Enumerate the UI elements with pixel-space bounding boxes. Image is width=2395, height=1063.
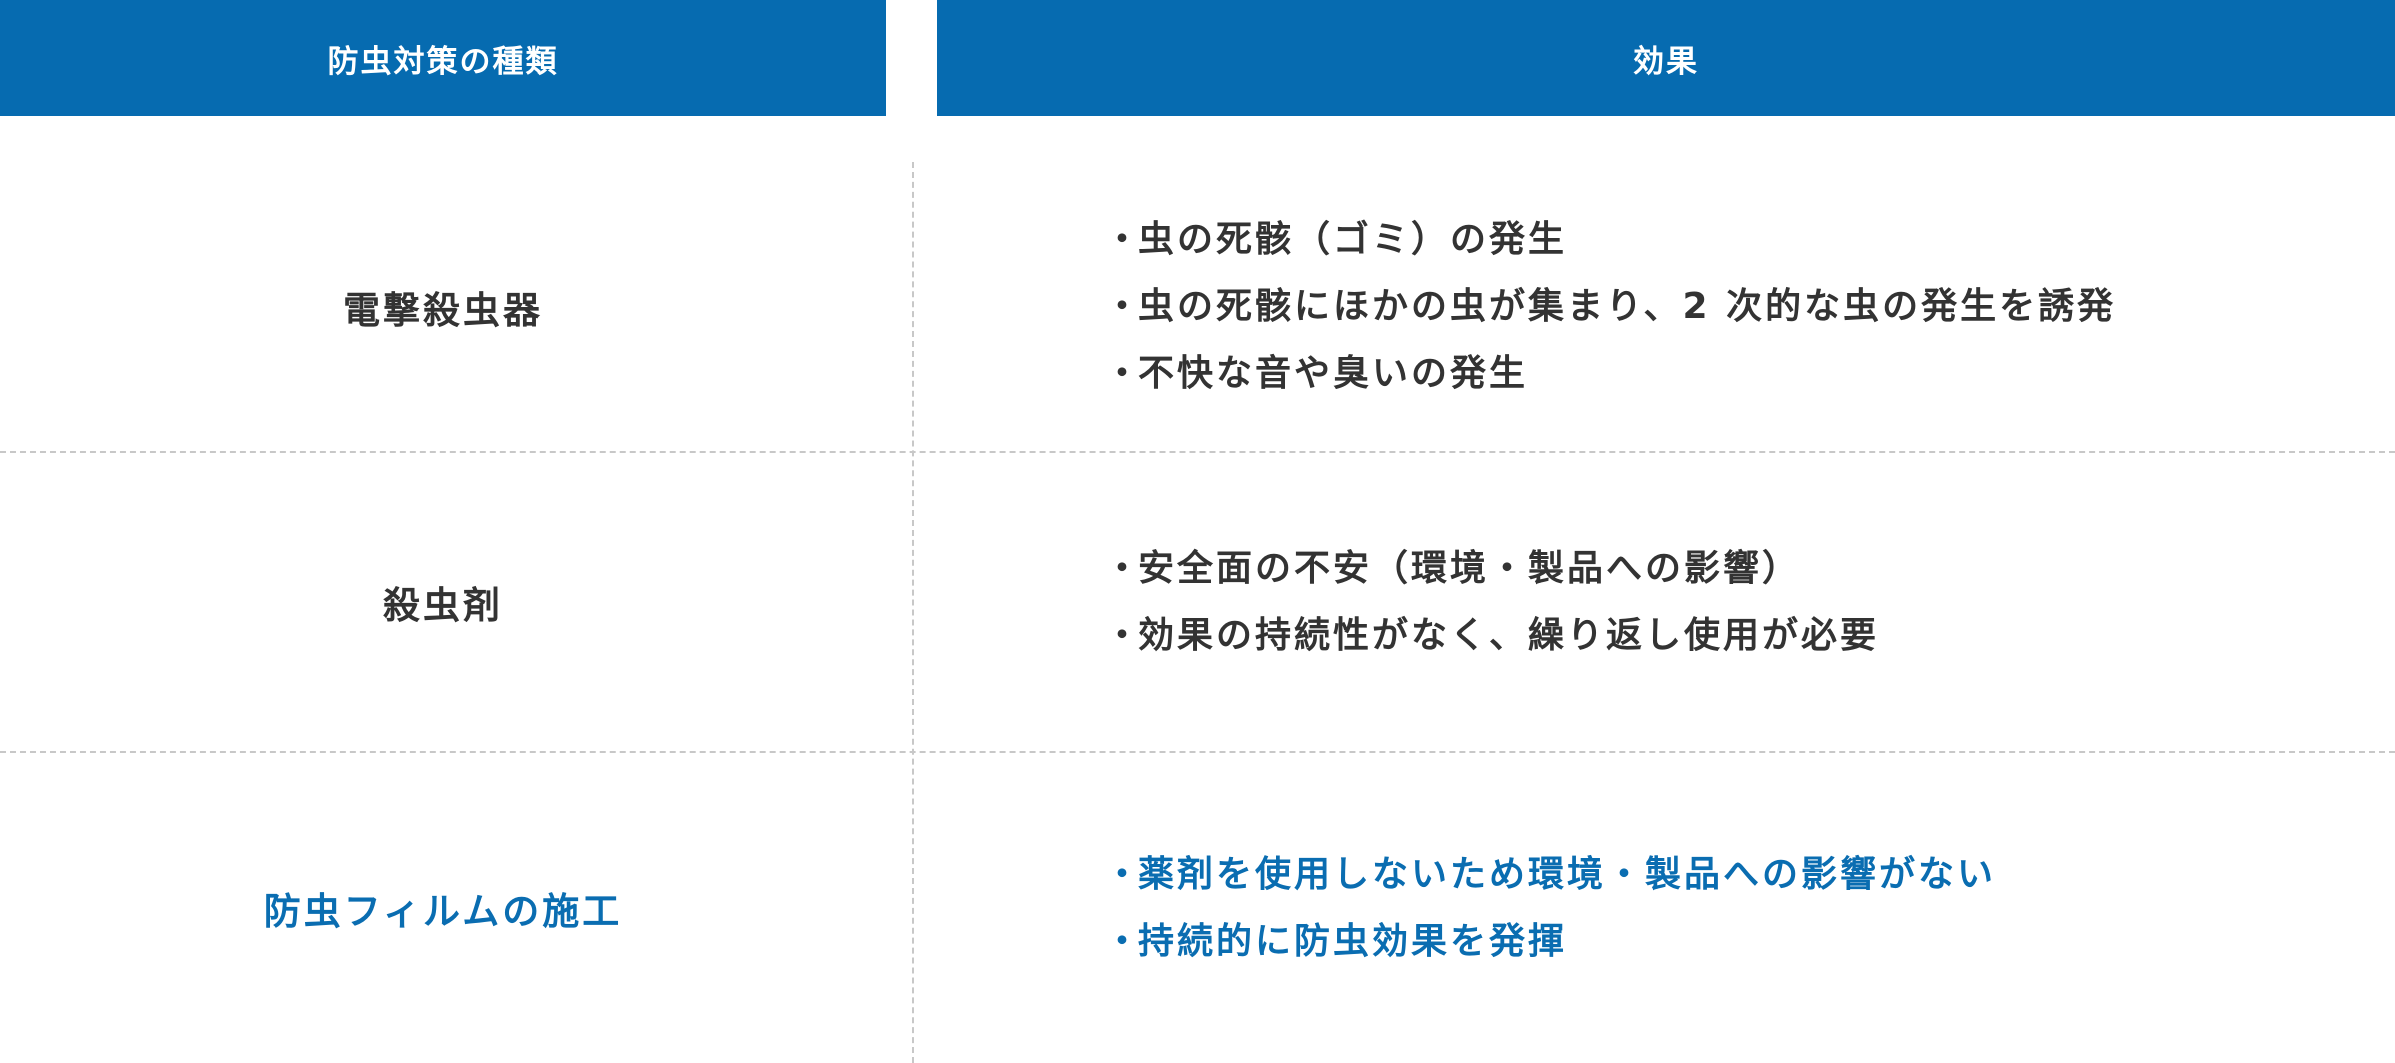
- effect-list: ・薬剤を使用しないため環境・製品への影響がない ・持続的に防虫効果を発揮: [1104, 753, 1996, 1063]
- effect-text: 効果の持続性がなく、繰り返し使用が必要: [1138, 615, 1880, 656]
- effect-item: ・持続的に防虫効果を発揮: [1104, 908, 1996, 975]
- effect-text: 薬剤を使用しないため環境・製品への影響がない: [1138, 854, 1997, 895]
- effect-item: ・安全面の不安（環境・製品への影響）: [1104, 535, 1879, 602]
- effect-text: 安全面の不安（環境・製品への影響）: [1138, 548, 1802, 589]
- row-divider: [0, 751, 2395, 753]
- effect-item: ・効果の持続性がなく、繰り返し使用が必要: [1104, 602, 1879, 669]
- table-row-highlight: 防虫フィルムの施工 ・薬剤を使用しないため環境・製品への影響がない ・持続的に防…: [0, 753, 2395, 1063]
- bullet: ・: [1104, 548, 1144, 589]
- header-type: 防虫対策の種類: [0, 0, 886, 116]
- effect-list: ・安全面の不安（環境・製品への影響） ・効果の持続性がなく、繰り返し使用が必要: [1104, 453, 1879, 751]
- header-effect: 効果: [937, 0, 2395, 116]
- countermeasure-type: 殺虫剤: [383, 584, 503, 627]
- bullet: ・: [1104, 921, 1144, 962]
- effect-item: ・虫の死骸にほかの虫が集まり、2 次的な虫の発生を誘発: [1104, 273, 2116, 340]
- row-divider: [0, 451, 2395, 453]
- countermeasure-type: 防虫フィルムの施工: [263, 890, 623, 933]
- effect-text: 虫の死骸にほかの虫が集まり、2 次的な虫の発生を誘発: [1138, 286, 2117, 327]
- table-row: 殺虫剤 ・安全面の不安（環境・製品への影響） ・効果の持続性がなく、繰り返し使用…: [0, 453, 2395, 751]
- countermeasure-type: 電撃殺虫器: [343, 288, 543, 332]
- column-divider: [912, 162, 914, 1063]
- bullet: ・: [1104, 615, 1144, 656]
- table-row: 電撃殺虫器 ・虫の死骸（ゴミ）の発生 ・虫の死骸にほかの虫が集まり、2 次的な虫…: [0, 162, 2395, 451]
- bullet: ・: [1104, 286, 1144, 327]
- effect-item: ・虫の死骸（ゴミ）の発生: [1104, 206, 2116, 273]
- effect-item: ・不快な音や臭いの発生: [1104, 340, 2116, 407]
- effect-item: ・薬剤を使用しないため環境・製品への影響がない: [1104, 841, 1996, 908]
- effect-text: 虫の死骸（ゴミ）の発生: [1138, 219, 1568, 260]
- effect-text: 不快な音や臭いの発生: [1138, 353, 1529, 394]
- bullet: ・: [1104, 854, 1144, 895]
- effect-list: ・虫の死骸（ゴミ）の発生 ・虫の死骸にほかの虫が集まり、2 次的な虫の発生を誘発…: [1104, 162, 2116, 451]
- bullet: ・: [1104, 219, 1144, 260]
- effect-text: 持続的に防虫効果を発揮: [1138, 921, 1568, 962]
- bullet: ・: [1104, 353, 1144, 394]
